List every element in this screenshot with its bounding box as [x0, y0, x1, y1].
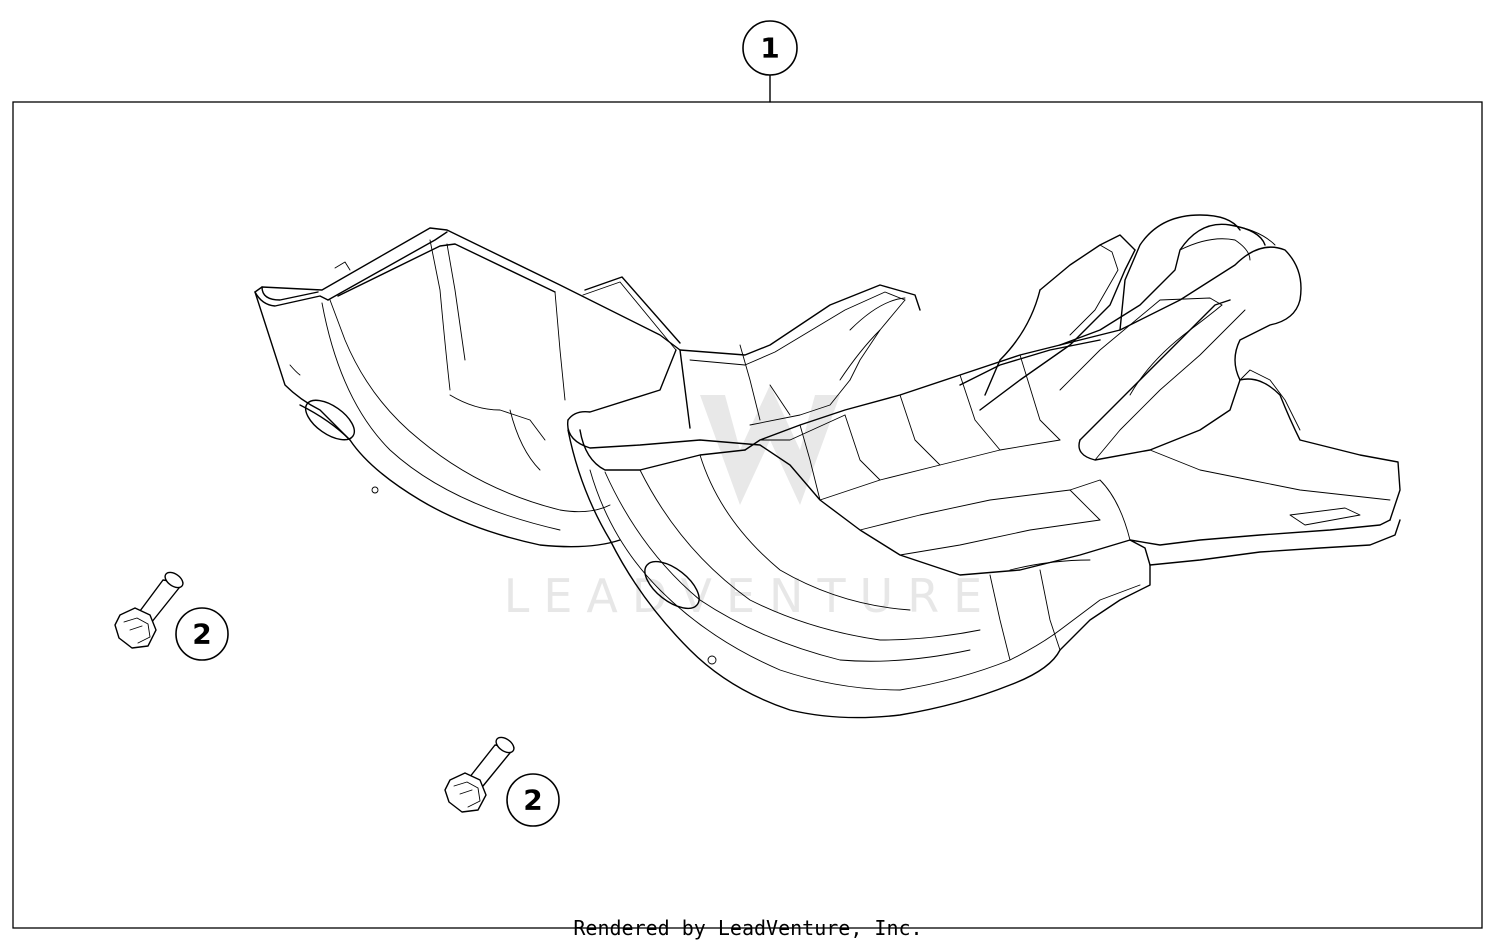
callout-2-upper-label: 2: [192, 618, 211, 651]
watermark: LEADVENTURE: [504, 385, 997, 623]
callout-1-label: 1: [760, 32, 779, 65]
callout-2-lower[interactable]: 2: [506, 773, 560, 827]
callout-2-lower-label: 2: [523, 784, 542, 817]
callout-2-upper[interactable]: 2: [175, 607, 229, 661]
flange-bolt-a: [114, 571, 184, 649]
assembly-frame: [12, 101, 1483, 929]
skid-plate: [254, 214, 1401, 719]
flange-bolt-b: [444, 736, 515, 813]
render-credit: Rendered by LeadVenture, Inc.: [573, 916, 922, 940]
watermark-text: LEADVENTURE: [504, 569, 997, 623]
watermark-logo-icon: [700, 385, 840, 505]
callout-1[interactable]: 1: [742, 20, 798, 76]
